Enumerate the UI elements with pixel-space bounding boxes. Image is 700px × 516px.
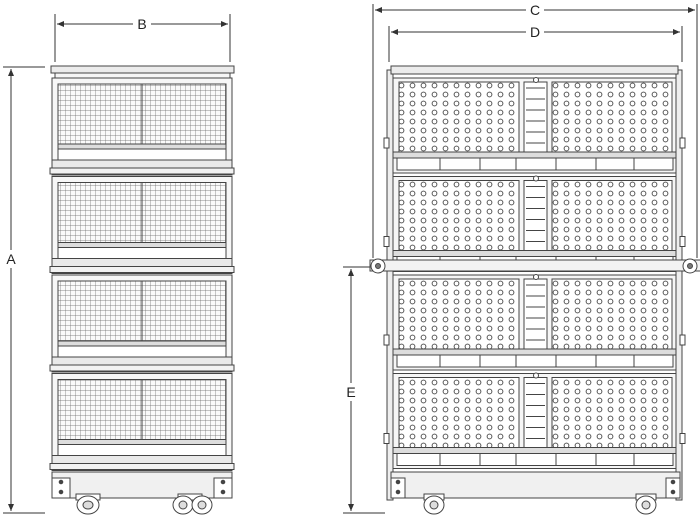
front-door-right bbox=[551, 278, 673, 350]
side-tray bbox=[51, 356, 233, 366]
front-door-left bbox=[398, 180, 520, 251]
side-tier-1 bbox=[49, 77, 235, 176]
front-tray bbox=[396, 354, 674, 368]
side-tier-2 bbox=[49, 176, 235, 274]
front-wheel-right bbox=[635, 493, 657, 515]
front-latch-left bbox=[383, 334, 390, 346]
dimension-label-a: A bbox=[6, 251, 16, 267]
side-tier-ledge bbox=[49, 266, 235, 273]
front-tray bbox=[396, 157, 674, 171]
front-center-post bbox=[523, 81, 548, 153]
front-door-knob bbox=[533, 77, 539, 83]
side-rail bbox=[57, 340, 227, 347]
front-door-left bbox=[398, 377, 520, 448]
side-tier-4 bbox=[49, 373, 235, 471]
side-rail bbox=[57, 242, 227, 248]
front-view bbox=[369, 65, 700, 515]
side-tray-lip bbox=[57, 148, 227, 161]
front-rail bbox=[392, 151, 677, 159]
front-door-right bbox=[551, 180, 673, 251]
front-latch-right bbox=[679, 334, 686, 346]
dimension-label-b: B bbox=[137, 16, 146, 32]
front-door-knob bbox=[533, 372, 539, 379]
front-latch-right bbox=[679, 137, 686, 149]
side-wheel-right-b bbox=[191, 495, 213, 515]
side-tray bbox=[51, 258, 233, 267]
front-tier-3 bbox=[383, 274, 686, 371]
front-latch-left bbox=[383, 137, 390, 149]
front-tier-4 bbox=[383, 372, 686, 469]
side-rail bbox=[57, 439, 227, 445]
front-door-right bbox=[551, 81, 673, 153]
front-rail bbox=[392, 250, 677, 257]
side-wheel-left bbox=[75, 493, 101, 515]
side-wheel-right-a bbox=[172, 493, 203, 515]
front-center-post bbox=[523, 278, 548, 350]
front-door-right bbox=[551, 377, 673, 448]
front-door-left bbox=[398, 81, 520, 153]
front-latch-right bbox=[679, 236, 686, 247]
side-tray bbox=[51, 455, 233, 464]
front-connector-handles bbox=[369, 258, 700, 274]
front-rail bbox=[392, 348, 677, 356]
front-rail bbox=[392, 447, 677, 454]
side-tier-ledge bbox=[49, 167, 235, 175]
front-tier-2 bbox=[383, 175, 686, 272]
side-tray-lip bbox=[57, 247, 227, 259]
front-latch-left bbox=[383, 433, 390, 444]
front-tray bbox=[396, 453, 674, 466]
side-tier-ledge bbox=[49, 463, 235, 470]
front-door-knob bbox=[533, 274, 539, 280]
dimension-label-e: E bbox=[346, 384, 355, 400]
front-center-post bbox=[523, 180, 548, 251]
side-view bbox=[49, 65, 235, 515]
side-rail bbox=[57, 143, 227, 150]
side-tray bbox=[51, 159, 233, 169]
front-center-post bbox=[523, 377, 548, 448]
front-door-left bbox=[398, 278, 520, 350]
front-door-knob bbox=[533, 175, 539, 182]
front-tier-1 bbox=[383, 77, 686, 174]
dimension-labels: A B C D E bbox=[3, 1, 544, 401]
dimension-label-d: D bbox=[530, 24, 540, 40]
dimension-label-c: C bbox=[530, 2, 540, 18]
side-tier-3 bbox=[49, 274, 235, 373]
front-latch-left bbox=[383, 236, 390, 247]
front-latch-right bbox=[679, 433, 686, 444]
side-tray-lip bbox=[57, 345, 227, 358]
front-wheel-left bbox=[423, 493, 445, 515]
side-tray-lip bbox=[57, 444, 227, 456]
side-tier-ledge bbox=[49, 364, 235, 372]
